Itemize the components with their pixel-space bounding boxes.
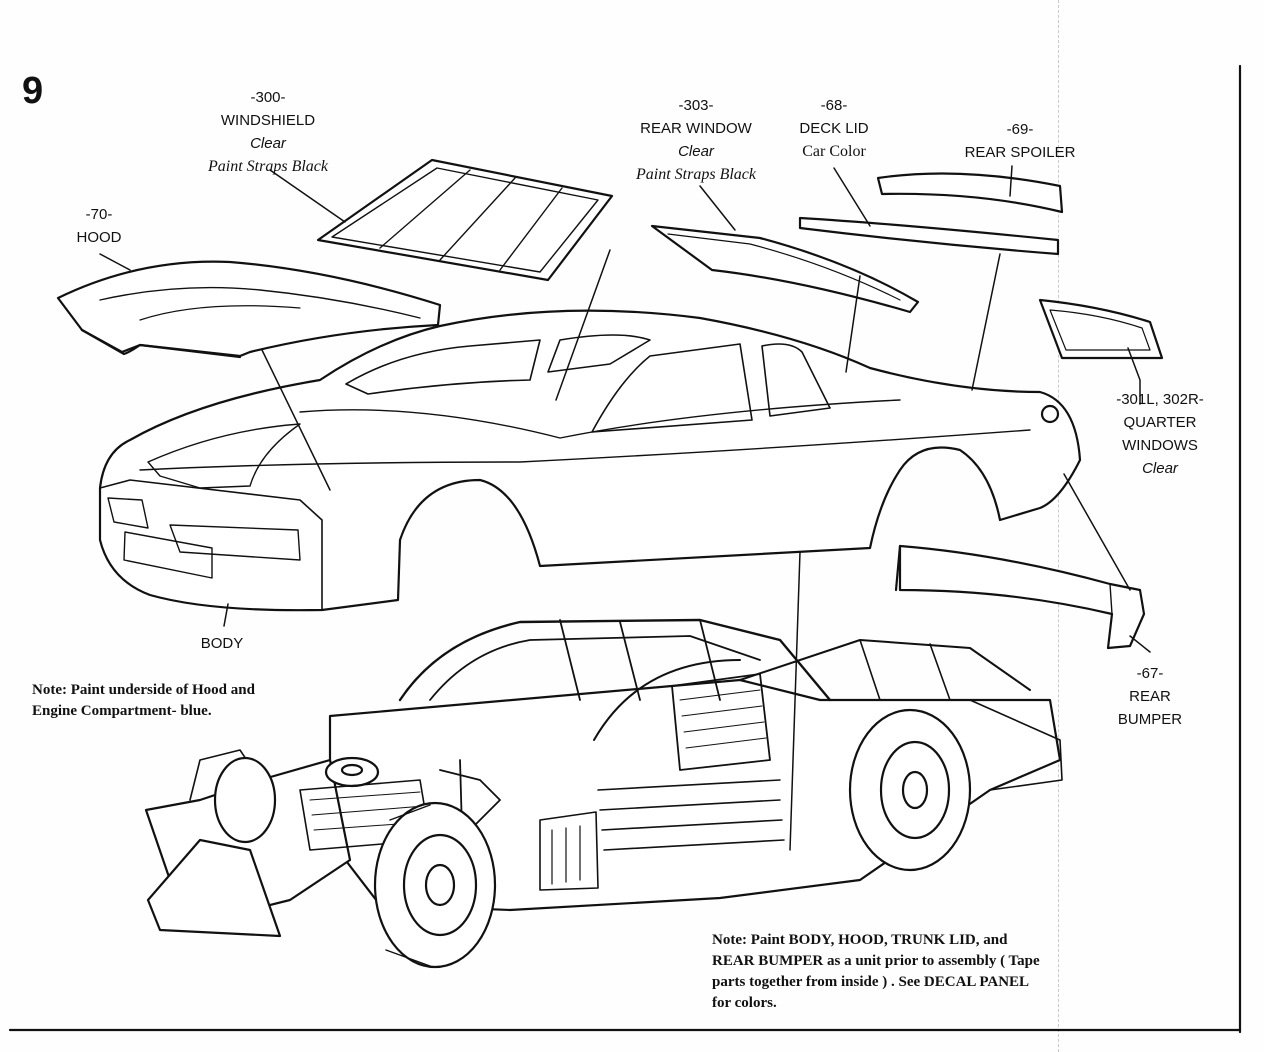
windshield-label: WINDSHIELD [220, 112, 316, 129]
quarter-windows-label-1: QUARTER [1123, 414, 1197, 431]
quarter-windows-part-number: -301L, 302R- [1116, 391, 1204, 408]
rear-window-part [650, 224, 920, 314]
windshield-callout: -300- WINDSHIELD Clear Paint Straps Blac… [208, 86, 328, 178]
note-hood-underside-line-1: Note: Paint underside of Hood and [32, 682, 255, 698]
note-paint-as-unit: Note: Paint BODY, HOOD, TRUNK LID, and R… [712, 930, 1040, 1014]
windshield-part-number: -300- [250, 89, 286, 106]
hood-callout: -70- HOOD [77, 203, 122, 249]
chassis-assembly [144, 618, 1063, 969]
hood-part [56, 260, 442, 359]
rear-bumper-part-number: -67- [1136, 665, 1164, 682]
rear-window-callout: -303- REAR WINDOW Clear Paint Straps Bla… [636, 94, 756, 186]
rear-wheel [848, 708, 972, 872]
rear-window-part-number: -303- [678, 97, 714, 114]
rear-spoiler-part-number: -69- [1006, 121, 1034, 138]
rear-window-clear-note: Clear [678, 143, 714, 160]
rear-spoiler-part [876, 172, 1064, 214]
deck-lid-part [798, 216, 1060, 256]
body-shell [98, 309, 1082, 612]
rear-spoiler-label: REAR SPOILER [964, 144, 1076, 161]
rear-bumper-label-1: REAR [1129, 688, 1171, 705]
deck-lid-part-number: -68- [820, 97, 848, 114]
note-hood-underside-line-2: Engine Compartment- blue. [32, 703, 212, 719]
quarter-windows-callout: -301L, 302R- QUARTER WINDOWS Clear [1116, 388, 1204, 480]
note-paint-as-unit-line-1: Note: Paint BODY, HOOD, TRUNK LID, and [712, 932, 1008, 948]
quarter-windows-clear-note: Clear [1142, 460, 1178, 477]
deck-lid-callout: -68- DECK LID Car Color [799, 94, 868, 163]
quarter-window-part [1038, 298, 1164, 360]
rear-bumper-label-2: BUMPER [1117, 711, 1183, 728]
rear-bumper-part [894, 544, 1146, 650]
rear-window-label: REAR WINDOW [640, 120, 752, 137]
rear-spoiler-callout: -69- REAR SPOILER [965, 118, 1076, 164]
hood-label: HOOD [76, 229, 122, 246]
deck-lid-label: DECK LID [799, 120, 869, 137]
leader-lines [99, 165, 1151, 851]
rear-window-paint-note: Paint Straps Black [636, 166, 756, 183]
body-label: BODY [200, 635, 244, 652]
note-paint-as-unit-line-2: REAR BUMPER as a unit prior to assembly … [712, 953, 1040, 969]
note-paint-as-unit-line-3: parts together from inside ) . See DECAL… [712, 974, 1030, 990]
step-number: 9 [22, 70, 44, 112]
rear-bumper-callout: -67- REAR BUMPER [1118, 662, 1182, 731]
note-paint-as-unit-line-4: for colors. [712, 995, 777, 1011]
windshield-clear-note: Clear [250, 135, 286, 152]
windshield-paint-note: Paint Straps Black [208, 158, 328, 175]
quarter-windows-label-2: WINDOWS [1122, 437, 1198, 454]
windshield-part [316, 158, 614, 282]
front-wheel [373, 801, 497, 969]
body-callout: BODY [201, 632, 244, 655]
page-fold [1058, 0, 1059, 1052]
note-hood-underside: Note: Paint underside of Hood and Engine… [32, 680, 255, 722]
hood-part-number: -70- [85, 206, 113, 223]
deck-lid-color-note: Car Color [802, 143, 866, 160]
